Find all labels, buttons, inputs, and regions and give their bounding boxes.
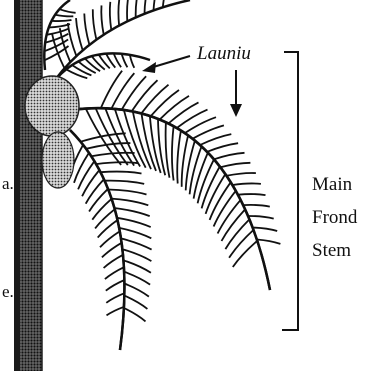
main-frond-leaflet	[186, 141, 195, 191]
label-stem: Stem	[312, 234, 357, 267]
lower-frond-leaflet	[112, 199, 149, 206]
lower-frond-outer-leaflet	[106, 293, 124, 303]
main-frond-inner-leaflet	[238, 194, 266, 195]
lower-frond-outer-leaflet	[82, 170, 99, 196]
lower-frond-leaflet	[117, 218, 151, 227]
upper-frond-a-leaflet	[127, 0, 128, 21]
main-frond-inner-leaflet	[253, 228, 278, 232]
main-frond-inner-leaflet	[132, 80, 158, 111]
upper-frond-b-leaflet	[85, 58, 100, 71]
main-frond-inner-leaflet	[232, 183, 261, 185]
lower-frond-outer-leaflet	[86, 179, 104, 204]
label-main: Main	[312, 168, 357, 201]
left-fragment-upper: a.	[2, 175, 14, 192]
main-frond-inner-leaflet	[101, 71, 122, 109]
main-frond-leaflet	[177, 131, 181, 184]
main-frond-inner-leaflet	[243, 205, 270, 207]
main-frond-inner-leaflet	[220, 163, 250, 168]
lower-frond	[70, 130, 152, 350]
lower-frond-leaflet	[108, 190, 146, 195]
main-frond-stem-bracket	[282, 52, 298, 330]
upper-frond-a-leaflet	[84, 14, 89, 45]
lower-frond-outer-leaflet	[102, 243, 122, 258]
lower-frond-outer-leaflet	[106, 280, 125, 291]
main-frond-inner-leaflet	[200, 134, 231, 145]
main-frond-inner-leaflet	[111, 73, 134, 109]
main-frond-inner-leaflet	[214, 153, 245, 160]
main-frond-inner-leaflet	[122, 76, 146, 109]
lower-frond-outer-leaflet	[89, 189, 108, 212]
lower-frond-leaflet	[124, 308, 146, 321]
upper-frond-a-leaflet	[118, 0, 119, 26]
upper-frond-a-leaflet	[136, 0, 138, 17]
lower-frond-outer-leaflet	[105, 267, 124, 279]
main-frond-inner-leaflet	[151, 90, 179, 116]
lower-frond-outer-leaflet	[107, 307, 125, 316]
main-frond-leaflet	[166, 122, 170, 177]
upper-frond-a-leaflet	[101, 5, 103, 34]
label-frond: Frond	[312, 201, 357, 234]
main-frond-leaflet	[172, 126, 174, 180]
lower-frond-leaflet	[114, 208, 149, 216]
main-frond-leaflet	[233, 241, 257, 267]
lower-frond-leaflet	[124, 284, 148, 297]
main-frond-inner-leaflet	[227, 173, 256, 176]
lower-frond-leaflet	[124, 296, 147, 309]
upper-frond-c-leaflet	[47, 29, 69, 35]
main-frond-inner-leaflet	[168, 102, 198, 123]
lower-frond-leaflet	[105, 181, 145, 184]
lower-frond-leaflet	[123, 260, 150, 273]
main-frond-inner-leaflet	[248, 216, 274, 219]
upper-frond-a-leaflet	[76, 18, 83, 50]
lower-frond-leaflet	[122, 249, 151, 261]
lower-frond-leaflet	[124, 272, 150, 285]
palm-trunk	[14, 0, 42, 371]
upper-frond-a-leaflet	[110, 2, 111, 30]
upper-frond-a-leaflet	[93, 9, 97, 39]
left-fragment-lower: e.	[2, 283, 14, 300]
main-frond-leaflet	[229, 230, 253, 258]
main-frond-stem-label: Main Frond Stem	[312, 168, 357, 267]
launiu-arrow-down	[230, 70, 242, 117]
lower-frond-leaflet	[101, 172, 142, 174]
lower-frond-leaflet	[121, 238, 152, 249]
upper-frond-c-leaflet	[49, 24, 70, 27]
upper-frond-c-leaflet	[59, 9, 75, 13]
main-frond-inner-leaflet	[207, 143, 238, 152]
main-frond-leaflet	[225, 219, 249, 249]
upper-frond-b-leaflet	[114, 53, 122, 67]
launiu-label: Launiu	[197, 44, 251, 63]
main-frond-inner-leaflet	[257, 240, 281, 244]
launiu-frond	[70, 71, 280, 290]
main-frond-inner-leaflet	[160, 96, 189, 120]
upper-frond-b-leaflet	[66, 69, 87, 78]
upper-frond-b-leaflet	[122, 54, 128, 68]
lower-frond-leaflet	[119, 228, 151, 238]
upper-frond-c-leaflet	[52, 20, 72, 21]
upper-frond-c-leaflet	[55, 15, 73, 17]
upper-frond-a-leaflet	[68, 23, 77, 56]
upper-fronds	[44, 0, 190, 80]
lower-frond-outer-leaflet	[104, 255, 123, 268]
main-frond-inner-leaflet	[141, 85, 168, 114]
